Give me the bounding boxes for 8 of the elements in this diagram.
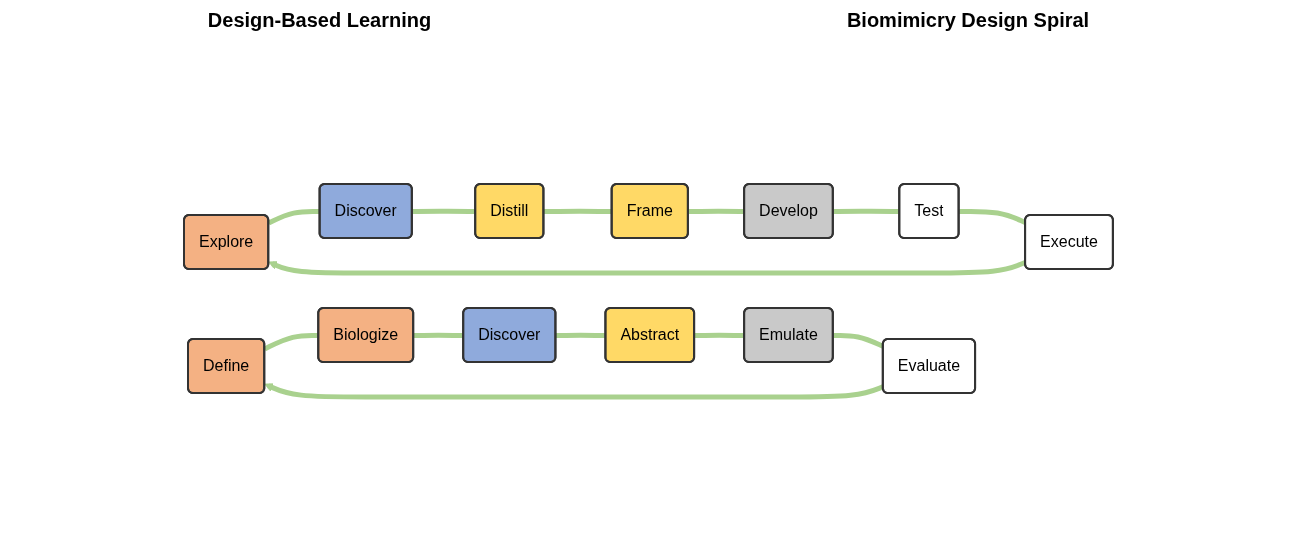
connector: [833, 208, 900, 214]
diagram-heading: Biomimicry Design Spiral: [846, 8, 1090, 32]
connector: [688, 208, 745, 214]
connector: [412, 208, 476, 214]
arrow: [264, 382, 885, 399]
diagram-heading: Design-Based Learning: [207, 8, 432, 32]
connector: [413, 332, 464, 338]
connector: [694, 332, 745, 338]
